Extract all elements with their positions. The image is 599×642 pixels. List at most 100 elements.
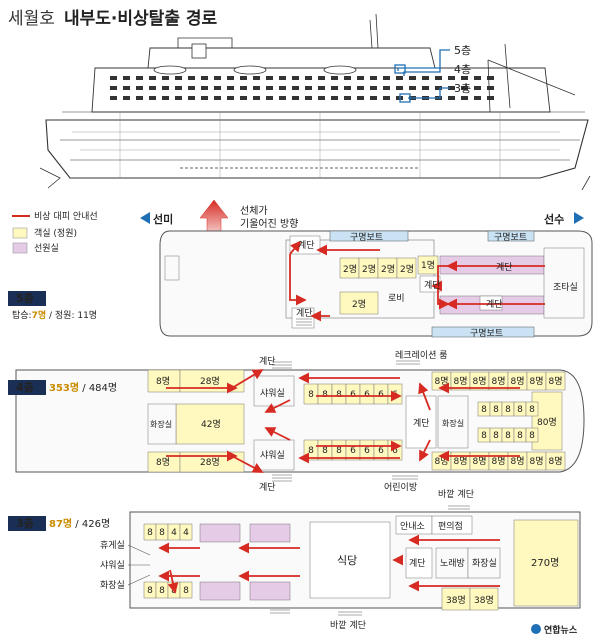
ship-window: [175, 76, 182, 80]
deck4-fwd-bot-label: 8명: [434, 456, 448, 467]
ship-window: [318, 86, 325, 90]
deck3-room-38b: 38명: [474, 595, 494, 606]
ship-window: [292, 76, 299, 80]
deck3-room-38a: 38명: [446, 595, 466, 606]
deck4-shower-top: 샤워실: [260, 388, 285, 399]
deck3-leader-lines: [127, 544, 151, 586]
deck3-row-top-label: 4: [171, 528, 177, 538]
deck4-outer-stairs: 바깥 계단: [438, 488, 474, 500]
deck5-lifeboat-top-left: [329, 230, 409, 242]
ship-window: [162, 76, 169, 80]
ship-window: [136, 96, 143, 100]
deck4-fwd-mid2-label: 8: [481, 431, 487, 441]
deck4-fwd-mid2-label: 8: [517, 431, 523, 441]
deck4-fwd-top-label: 8명: [491, 376, 505, 387]
ship-window: [253, 76, 260, 80]
deck4-row-top-label: 8: [336, 390, 342, 400]
ship-window: [344, 86, 351, 90]
deck5-room-1: 1명: [421, 260, 435, 271]
deck4-fwd-top-label: 8명: [548, 376, 562, 387]
ship-window: [162, 96, 169, 100]
deck4-shower-bottom: 샤워실: [260, 450, 285, 461]
ship-window: [201, 76, 208, 80]
ship-window: [474, 96, 481, 100]
deck3-row-top-label: 8: [147, 528, 153, 538]
deck4-toilet-stern: 화장실: [150, 419, 172, 429]
deck3-row-top-label: 4: [183, 528, 189, 538]
ship-window: [149, 86, 156, 90]
ship-window: [474, 76, 481, 80]
deck4-row-bot-label: 6: [364, 446, 370, 456]
deck5-info: 탑승:7명 / 정원: 11명: [12, 309, 97, 321]
ship-window: [266, 96, 273, 100]
ship-window: [370, 96, 377, 100]
deck5-room-top-1: 2명: [343, 264, 357, 275]
deck5-room-top-3: 2명: [381, 264, 395, 275]
ship-window: [396, 86, 403, 90]
deck4-fwd-top-cell: [545, 371, 566, 391]
deck3-info-desk: 안내소: [400, 521, 425, 532]
ship-window: [357, 96, 364, 100]
deck3-row-bot-label: 8: [159, 586, 165, 596]
ship-window: [110, 96, 117, 100]
deck5-name: 5층: [16, 291, 34, 305]
deck4-stern-room-5: 28명: [200, 457, 220, 468]
deck3-plan: [129, 505, 581, 616]
ship-window: [305, 96, 312, 100]
deck4-fwd-top-label: 8명: [472, 376, 486, 387]
title-main: 내부도·비상탈출 경로: [64, 8, 217, 29]
ship-window: [110, 86, 117, 90]
ship-window: [240, 76, 247, 80]
deck4-row-top-label: 6: [378, 390, 384, 400]
credit-logo-icon: [531, 624, 541, 634]
tilt-note-line2: 기울어진 방향: [240, 218, 298, 230]
ship-window: [149, 76, 156, 80]
ship-window: [357, 86, 364, 90]
deck3-row-bot-label: 8: [183, 586, 189, 596]
ship-window: [149, 96, 156, 100]
deck3-toilet: 화장실: [100, 580, 125, 591]
deck4-fwd-mid-label: 8: [517, 405, 523, 415]
deck3-info: 87명 / 426명: [49, 517, 110, 530]
deck3-outer-stairs: 바깥 계단: [330, 619, 366, 631]
ship-window: [435, 86, 442, 90]
ship-window: [292, 96, 299, 100]
ship-window: [318, 96, 325, 100]
deck3-name: 3층: [16, 516, 34, 530]
ship-window: [344, 96, 351, 100]
ship-window: [357, 76, 364, 80]
ship-window: [383, 96, 390, 100]
deck4-stern-room-3: 42명: [201, 419, 221, 430]
ship-window: [292, 86, 299, 90]
deck4-fwd-mid2-label: 8: [493, 431, 499, 441]
deck3-label-box: [8, 516, 46, 531]
ship-window: [214, 76, 221, 80]
deck4-fwd-bot-label: 8명: [472, 456, 486, 467]
deck3-row-top-label: 8: [159, 528, 165, 538]
deck5-routes: [289, 240, 545, 322]
deck5-stairs-a: 계단: [298, 239, 315, 251]
ship-window: [110, 76, 117, 80]
ship-window: [136, 76, 143, 80]
ship-window: [123, 96, 130, 100]
legend-crew-label: 선원실: [34, 243, 59, 254]
deck4-rec-room: 레크레이션 룸: [395, 350, 448, 361]
deck4-kids-room: 어린이방: [384, 482, 417, 493]
stern-arrow-icon: [140, 212, 150, 224]
ship-window: [331, 86, 338, 90]
deck4-stairs-mid: 계단: [413, 417, 430, 429]
deck4-toilet-bow: 화장실: [442, 418, 464, 428]
ship-profile: [39, 13, 591, 191]
deck4-row-top-label: 8: [308, 390, 314, 400]
deck4-fwd-bot-cell: [545, 451, 566, 471]
ship-window: [370, 76, 377, 80]
ship-window: [123, 86, 130, 90]
title-place: 세월호: [8, 9, 55, 29]
deck4-fwd-bot-label: 8명: [529, 456, 543, 467]
ship-lifeboats: [153, 65, 357, 75]
deck4-fwd-bot-label: 8명: [491, 456, 505, 467]
ship-window: [214, 86, 221, 90]
ship-window: [487, 86, 494, 90]
